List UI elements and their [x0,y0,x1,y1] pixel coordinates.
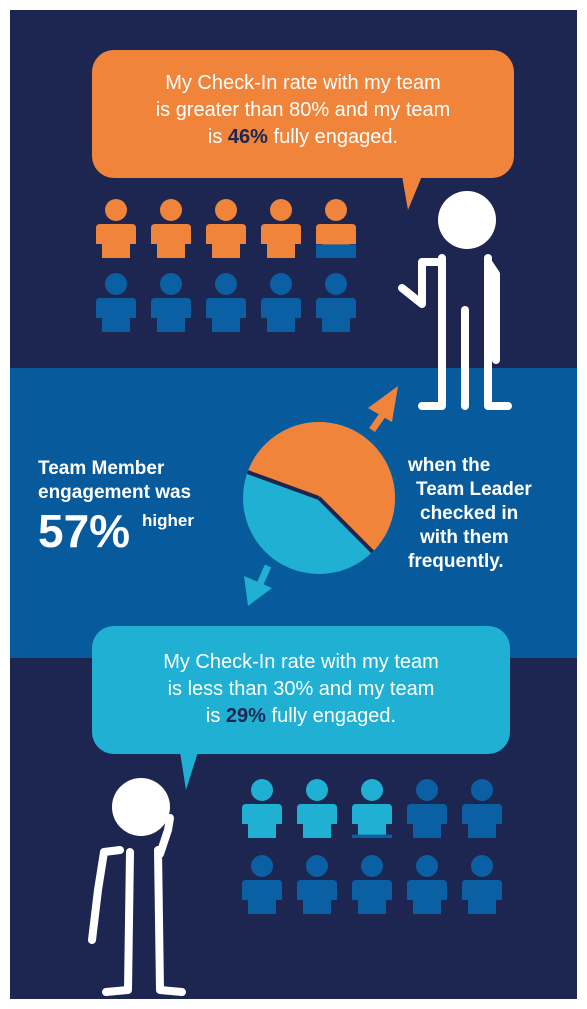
team-member-icon [96,273,136,332]
team-member-icon [462,779,502,838]
team-member-icon [352,779,392,838]
bottom-quote-line3-pre: is [205,705,226,727]
team-member-icon [297,779,337,838]
team-member-icon [352,855,392,914]
stat-left-line1: Team Member [38,458,165,479]
team-member-icon [297,855,337,914]
big-percent: 57% [38,505,131,557]
pie-divider-2 [317,496,375,554]
pie-divider-1 [246,470,320,500]
bottom-leader-figure [88,778,186,996]
stat-right-text: when the Team Leader checked in with the… [408,454,548,574]
team-member-icon [407,779,447,838]
top-speech-bubble: My Check-In rate with my team is greater… [92,50,514,178]
team-member-icon [151,199,191,258]
infographic-frame: My Check-In rate with my team is greater… [10,10,577,999]
bottom-engaged-percent: 29% [225,705,266,727]
top-quote-line3: is 46% fully engaged. [92,124,514,151]
team-member-icon [242,779,282,838]
bottom-quote-line3: is 29% fully engaged. [92,703,510,730]
top-team-icons [96,199,356,332]
team-member-icon [206,273,246,332]
stat-right-line: when the [408,455,491,476]
stat-right-line: checked in [420,503,519,524]
bottom-quote-line3-post: fully engaged. [265,705,397,727]
team-member-icon [96,199,136,258]
top-bubble-tail [402,176,422,210]
bottom-team-icons [242,779,502,914]
team-member-icon [316,273,356,332]
top-quote-line1: My Check-In rate with my team [165,72,441,94]
top-quote-line2: is greater than 80% and my team [155,99,451,121]
team-member-icon [261,199,301,258]
bottom-quote-line1: My Check-In rate with my team [163,651,439,673]
team-member-icon [462,855,502,914]
team-member-icon [407,855,447,914]
graphics-layer [88,176,512,996]
stat-left-line2: engagement was [38,482,192,503]
bottom-bubble-tail [180,752,198,790]
bottom-quote-line2: is less than 30% and my team [167,678,435,700]
team-member-icon [206,199,246,258]
pie-orange-slice [247,422,396,552]
bottom-speech-bubble: My Check-In rate with my team is less th… [92,626,510,754]
stat-right-line: Team Leader [416,479,532,500]
top-engaged-percent: 46% [227,126,268,148]
stat-left-text: Team Member engagement was [38,457,191,505]
up-arrow-icon [368,386,398,433]
top-quote-line3-post: fully engaged. [267,126,399,148]
down-arrow-icon [244,564,272,606]
team-member-icon [242,855,282,914]
team-member-icon [316,199,356,258]
stat-right-line: with them [420,527,509,548]
big-percent-suffix: higher [142,511,194,530]
stat-right-line: frequently. [408,551,504,572]
engagement-pie [243,422,396,574]
team-member-icon [151,273,191,332]
top-leader-figure [398,191,512,410]
team-member-icon [261,273,301,332]
top-quote-line3-pre: is [207,126,228,148]
